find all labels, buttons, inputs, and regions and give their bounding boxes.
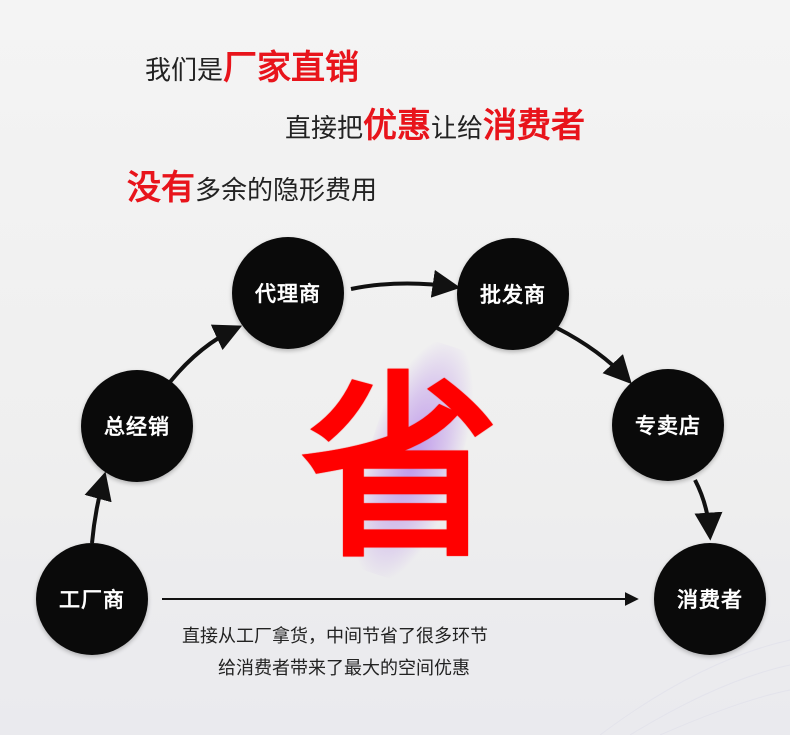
headline-line-2: 直接把优惠让给消费者 — [285, 98, 585, 147]
headline-3-emphasis: 没有 — [127, 168, 195, 208]
node-general-distributor-label: 总经销 — [104, 415, 170, 439]
center-character: 省 — [301, 354, 499, 585]
arrow-distributor-to-agent — [168, 324, 243, 384]
node-wholesaler: 批发商 — [457, 238, 569, 350]
headline-line-3: 没有多余的隐形费用 — [127, 160, 377, 209]
arrow-wholesaler-to-store — [556, 326, 632, 385]
headline-1-emphasis: 厂家直销 — [223, 48, 360, 88]
node-factory-label: 工厂商 — [59, 588, 125, 612]
node-agent: 代理商 — [232, 237, 344, 349]
node-consumer-label: 消费者 — [677, 588, 743, 612]
node-specialty-store-label: 专卖店 — [635, 414, 701, 438]
node-factory: 工厂商 — [36, 543, 148, 655]
caption-line-2: 给消费者带来了最大的空间优惠 — [218, 658, 470, 679]
headline-1-plain: 我们是 — [145, 56, 224, 86]
node-consumer: 消费者 — [654, 543, 766, 655]
arrow-agent-to-wholesaler — [350, 269, 461, 298]
headline-3-plain: 多余的隐形费用 — [195, 176, 378, 206]
node-general-distributor: 总经销 — [81, 370, 193, 482]
caption-line-1: 直接从工厂拿货，中间节省了很多环节 — [182, 626, 488, 647]
node-agent-label: 代理商 — [255, 282, 321, 306]
arrow-store-to-consumer — [693, 479, 723, 541]
headline-2-plain-2: 让给 — [431, 114, 484, 144]
arrow-factory-to-distributor — [84, 471, 112, 544]
headline-line-1: 我们是厂家直销 — [145, 40, 359, 89]
headline-2-emphasis-2: 消费者 — [483, 106, 586, 146]
node-wholesaler-label: 批发商 — [480, 283, 546, 307]
headline-2-emphasis-1: 优惠 — [363, 106, 432, 146]
headline-2-plain-1: 直接把 — [285, 114, 364, 144]
node-specialty-store: 专卖店 — [612, 369, 724, 481]
